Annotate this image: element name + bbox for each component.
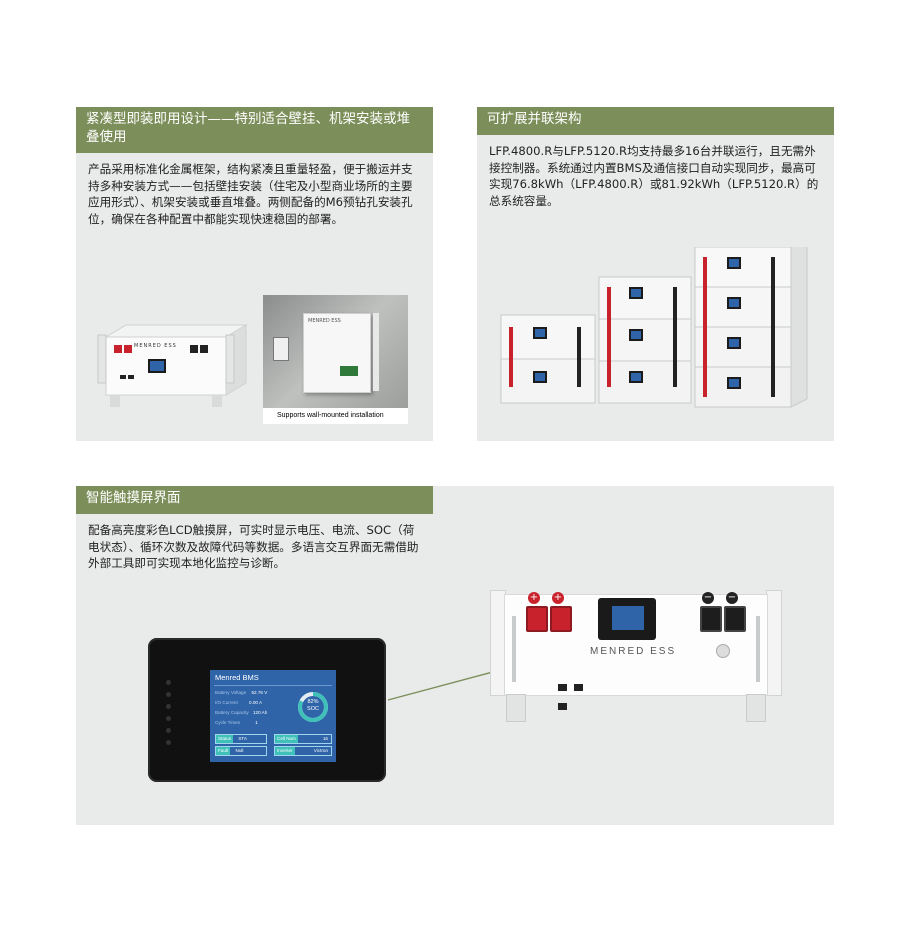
lcd-row-1: I/O Current 0.00 A	[215, 700, 263, 705]
section-parallel-architecture: 可扩展并联架构 LFP.4800.R与LFP.5120.R均支持最多16台并联运…	[477, 107, 834, 441]
section-compact-design: 紧凑型即装即用设计——特别适合壁挂、机架安装或堆叠使用 产品采用标准化金属框架，…	[76, 107, 433, 441]
section-heading: 紧凑型即装即用设计——特别适合壁挂、机架安装或堆叠使用	[76, 107, 433, 153]
terminal-negative-1	[700, 606, 722, 632]
minus-icon: −	[702, 592, 714, 604]
section-touchscreen: 智能触摸屏界面 配备高亮度彩色LCD触摸屏，可实时显示电压、电流、SOC（荷电状…	[76, 486, 834, 825]
lcd-chip-inverter[interactable]: Inverter Victron	[274, 746, 332, 756]
terminal-positive-1	[526, 606, 548, 632]
terminal-negative-2	[724, 606, 746, 632]
brand-label-small: MENRED ESS	[134, 343, 177, 349]
lcd-chip-status[interactable]: Status STA	[215, 734, 267, 744]
lcd-row-3: Cycle Times 1	[215, 720, 258, 725]
wall-battery-brand: MENRED ESS	[308, 318, 341, 324]
handle-right	[756, 616, 760, 682]
lcd-divider	[214, 685, 332, 686]
wall-battery: MENRED ESS	[303, 313, 371, 393]
terminal-positive-2	[550, 606, 572, 632]
power-knob	[716, 644, 730, 658]
foot-right	[746, 694, 766, 722]
section-body: LFP.4800.R与LFP.5120.R均支持最多16台并联运行，且无需外接控…	[489, 144, 819, 208]
plus-icon: +	[528, 592, 540, 604]
soc-percent: 82%	[307, 699, 319, 705]
section-body: 配备高亮度彩色LCD触摸屏，可实时显示电压、电流、SOC（荷电状态）、循环次数及…	[88, 523, 419, 570]
wall-mount-photo: MENRED ESS	[263, 295, 408, 408]
lcd-chip-cellnum[interactable]: Cell Num 16	[274, 734, 332, 744]
lcd-module-screen	[612, 606, 644, 630]
section-body: 产品采用标准化金属框架，结构紧凑且重量轻盈，便于搬运并支持多种安装方式——包括壁…	[88, 162, 413, 226]
photo-caption: Supports wall-mounted installation	[277, 412, 384, 419]
rack-battery-image	[97, 324, 248, 407]
touchscreen-bezel: Menred BMS Battery Voltage 52.76 V I/O C…	[148, 638, 386, 782]
stacked-batteries-image	[500, 247, 808, 408]
stack-right	[694, 247, 808, 408]
wall-frame	[273, 337, 289, 361]
lcd-row-0: Battery Voltage 52.76 V	[215, 690, 268, 695]
lcd-module	[598, 598, 656, 640]
soc-gauge	[298, 692, 328, 722]
bezel-buttons	[166, 680, 176, 750]
photo-caption-bar	[263, 408, 408, 424]
section-heading: 可扩展并联架构	[477, 107, 834, 135]
lcd-row-2: Battery Capacity 120 Ah	[215, 710, 268, 715]
lcd-title: Menred BMS	[215, 673, 259, 682]
handle-left	[512, 616, 516, 682]
wall-battery-display	[340, 366, 358, 376]
rack-ear-right	[766, 590, 782, 696]
section-heading: 智能触摸屏界面	[76, 486, 433, 514]
minus-icon: −	[726, 592, 738, 604]
stack-left	[500, 314, 596, 404]
plus-icon: +	[552, 592, 564, 604]
brand-label: MENRED ESS	[590, 646, 677, 657]
wall-bracket	[373, 313, 379, 391]
lcd-chip-fault[interactable]: Fault Null	[215, 746, 267, 756]
comm-ports	[558, 676, 592, 710]
soc-label: SOC	[307, 706, 319, 712]
lcd-screen[interactable]: Menred BMS Battery Voltage 52.76 V I/O C…	[210, 670, 336, 762]
stack-middle	[598, 276, 692, 404]
foot-left	[506, 694, 526, 722]
battery-front-panel: + + − − MENRED ESS	[490, 580, 782, 726]
